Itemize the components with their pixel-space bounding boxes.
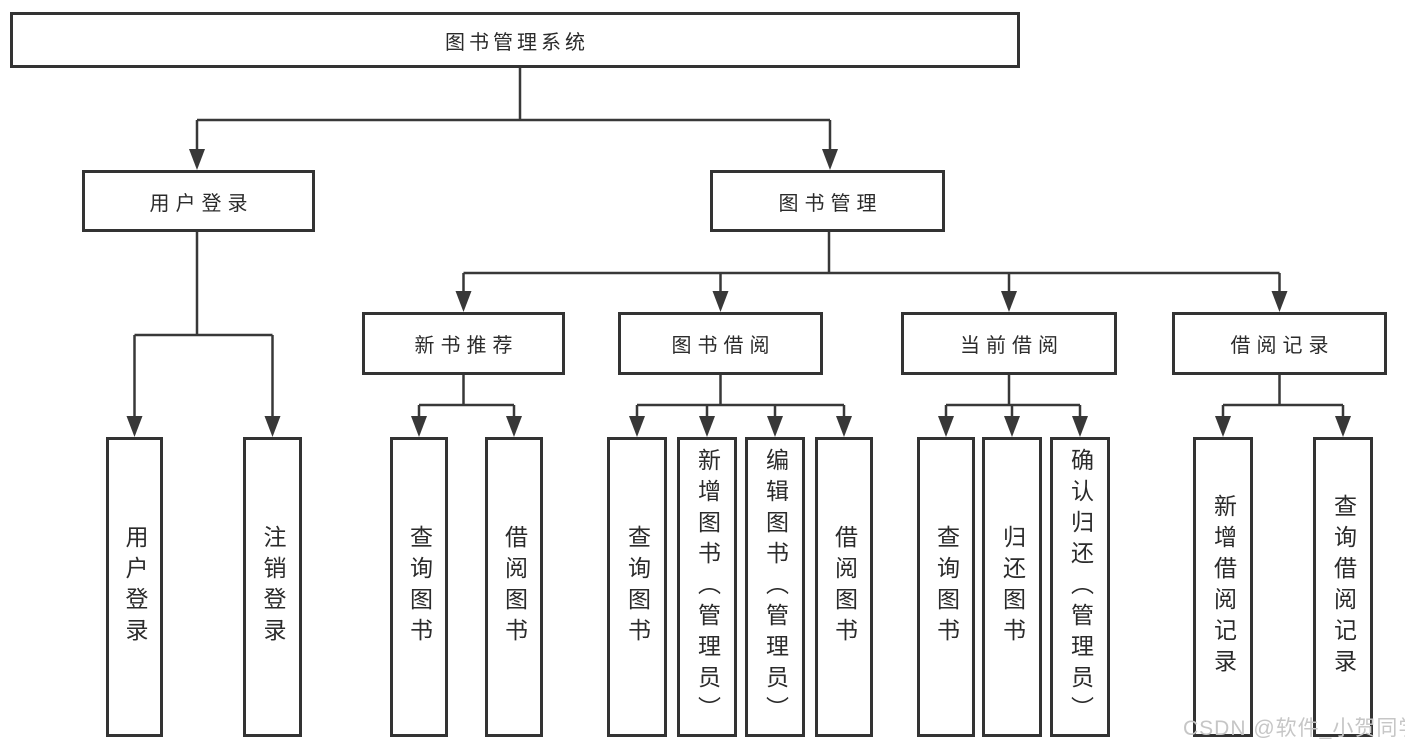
arrow-icon <box>189 149 205 170</box>
arrow-icon <box>126 416 143 437</box>
node-add-books-admin: 新增图书（管理员） <box>677 437 737 737</box>
node-book-borrowing: 图书借阅 <box>618 312 823 375</box>
node-query-books-recommend: 查询图书 <box>390 437 448 737</box>
csdn-watermark: CSDN @软件_小贺同学 <box>1183 717 1405 740</box>
arrow-icon <box>455 291 472 312</box>
arrow-icon <box>699 416 715 437</box>
node-query-books-borrowing: 查询图书 <box>607 437 667 737</box>
node-add-borrow-record: 新增借阅记录 <box>1193 437 1253 737</box>
node-user-login: 用户登录 <box>82 170 315 232</box>
arrow-icon <box>1004 416 1020 437</box>
node-borrow-books-borrowing: 借阅图书 <box>815 437 873 737</box>
node-logout-leaf: 注销登录 <box>243 437 302 737</box>
node-current-borrowing: 当前借阅 <box>901 312 1117 375</box>
node-borrowing-records: 借阅记录 <box>1172 312 1387 375</box>
arrow-icon <box>1072 416 1088 437</box>
arrow-icon <box>411 416 427 437</box>
node-new-book-recommend: 新书推荐 <box>362 312 565 375</box>
node-edit-books-admin: 编辑图书（管理员） <box>745 437 805 737</box>
node-library-system: 图书管理系统 <box>10 12 1020 68</box>
arrow-icon <box>1215 416 1231 437</box>
arrow-icon <box>712 291 729 312</box>
arrow-icon <box>1335 416 1351 437</box>
node-book-management: 图书管理 <box>710 170 945 232</box>
arrow-icon <box>506 416 522 437</box>
node-borrow-books-recommend: 借阅图书 <box>485 437 543 737</box>
arrow-icon <box>264 416 281 437</box>
node-return-books: 归还图书 <box>982 437 1042 737</box>
node-query-books-current: 查询图书 <box>917 437 975 737</box>
arrow-icon <box>767 416 783 437</box>
node-user-login-leaf: 用户登录 <box>106 437 163 737</box>
arrow-icon <box>836 416 852 437</box>
arrow-icon <box>1271 291 1288 312</box>
arrow-icon <box>1001 291 1017 312</box>
arrow-icon <box>938 416 954 437</box>
arrow-icon <box>822 149 838 170</box>
arrow-icon <box>629 416 645 437</box>
node-confirm-return-admin: 确认归还（管理员） <box>1050 437 1110 737</box>
node-query-borrow-record: 查询借阅记录 <box>1313 437 1373 737</box>
